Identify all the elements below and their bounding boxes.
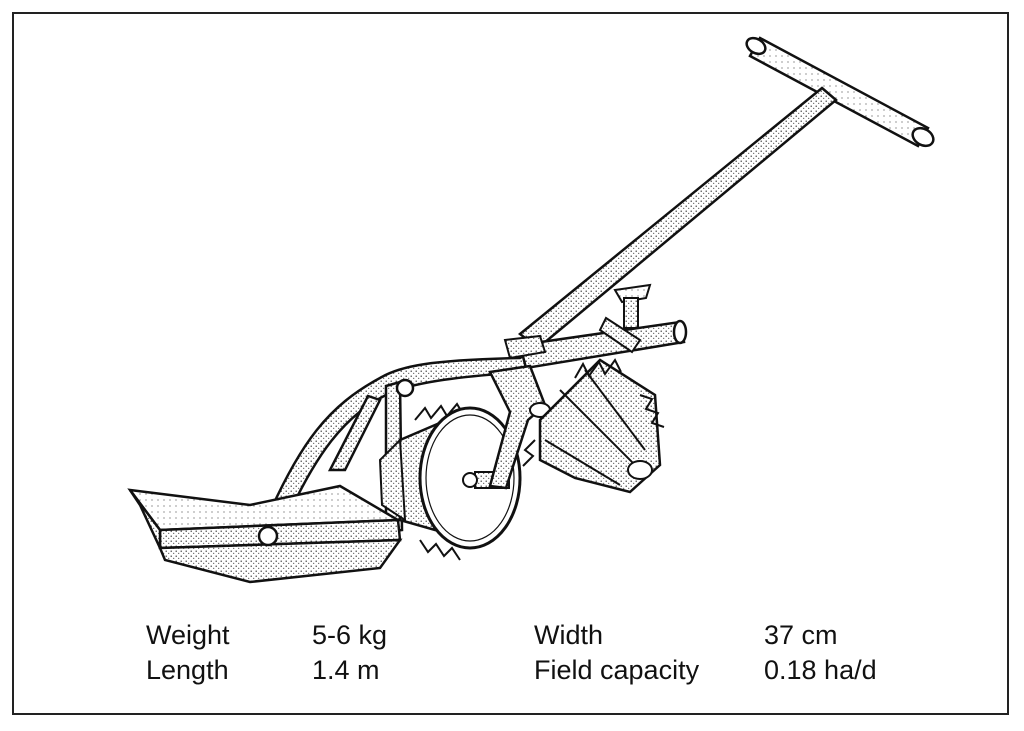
spec-width-label: Width: [534, 620, 604, 650]
handle-crossbar: [745, 36, 935, 148]
spec-length-label: Length: [146, 655, 229, 685]
spec-field-capacity-label: Field capacity: [534, 655, 700, 685]
spec-length-value: 1.4 m: [312, 655, 380, 685]
spec-weight-value: 5-6 kg: [312, 620, 388, 650]
float-skid: [127, 484, 403, 584]
handle-shaft: [517, 86, 838, 350]
spec-field-capacity-value: 0.18 ha/d: [764, 655, 877, 685]
adjuster-screw: [598, 283, 652, 354]
spec-width-value: 37 cm: [764, 620, 838, 650]
front-rotor: [522, 358, 665, 494]
spec-weight-label: Weight: [146, 620, 230, 650]
